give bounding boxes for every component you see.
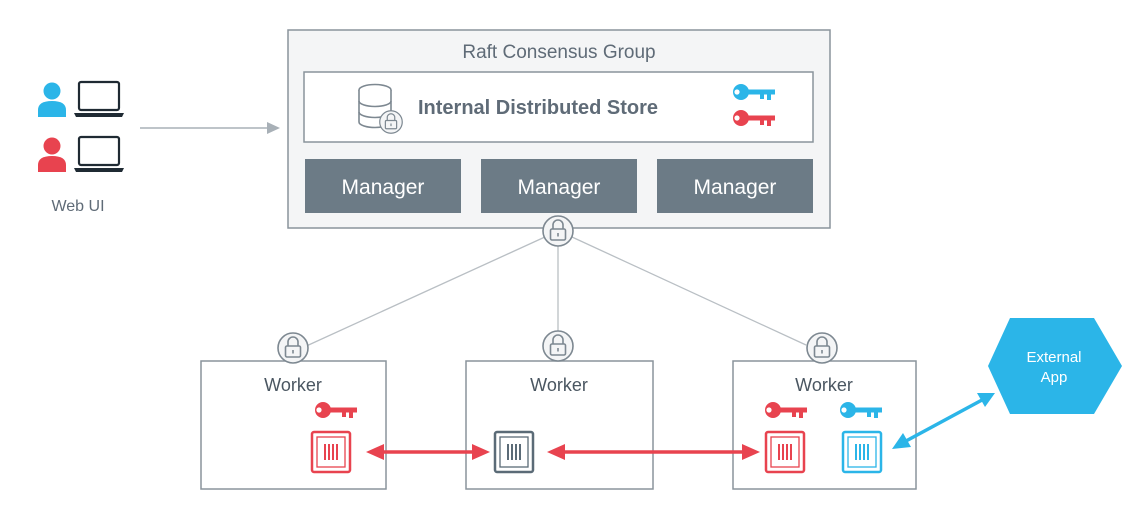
web-ui-arrow	[140, 122, 280, 134]
external-app-arrow	[892, 393, 995, 449]
internal-store-box: Internal Distributed Store	[303, 71, 814, 143]
database-icon	[358, 83, 403, 134]
user-icon	[38, 82, 66, 117]
worker-node-2: Worker	[465, 360, 654, 490]
web-ui-label: Web UI	[51, 198, 104, 215]
container-icon	[764, 430, 806, 474]
manager-label: Manager	[694, 176, 777, 199]
container-link-arrow	[547, 444, 760, 460]
manager-node-3: Manager	[657, 159, 813, 213]
laptop-icon	[72, 135, 126, 174]
manager-label: Manager	[342, 176, 425, 199]
lock-icon	[806, 332, 838, 364]
external-app: External App	[988, 318, 1122, 414]
external-app-label-line2: App	[1041, 369, 1068, 386]
worker-label: Worker	[795, 375, 853, 395]
laptop-icon	[72, 80, 126, 119]
manager-node-1: Manager	[305, 159, 461, 213]
external-app-label-line1: External	[1026, 349, 1081, 366]
container-link-arrow	[366, 444, 490, 460]
worker-label: Worker	[264, 375, 322, 395]
worker-label: Worker	[530, 375, 588, 395]
lock-icon	[277, 332, 309, 364]
lock-icon	[542, 215, 574, 247]
internal-store-label: Internal Distributed Store	[418, 97, 658, 119]
worker-node-1: Worker	[200, 360, 387, 490]
container-icon	[310, 430, 352, 474]
lock-icon	[542, 330, 574, 362]
raft-consensus-group: Raft Consensus Group Internal Distribute…	[287, 29, 831, 229]
worker-node-3: Worker	[732, 360, 917, 490]
user-icon	[38, 137, 66, 172]
container-icon	[493, 430, 535, 474]
web-ui-users: Web UI	[38, 80, 126, 215]
container-icon	[841, 430, 883, 474]
manager-node-2: Manager	[481, 159, 637, 213]
raft-group-title: Raft Consensus Group	[462, 42, 655, 63]
connector-lines	[301, 230, 807, 349]
manager-label: Manager	[518, 176, 601, 199]
